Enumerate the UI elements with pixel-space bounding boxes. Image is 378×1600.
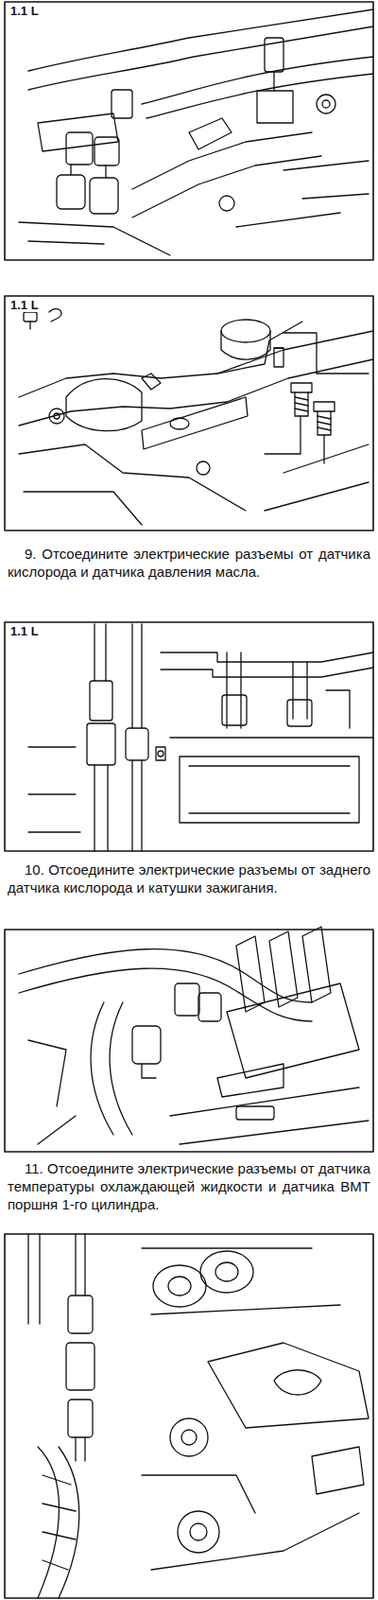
frame [4,1233,374,1598]
pipe-clamp-area [18,309,374,525]
frame [4,295,374,531]
frame [4,1,374,260]
frame [4,928,374,1152]
step-caption: 9. Отсоедините электрические разъемы от … [7,544,371,581]
frame [4,621,374,851]
step-caption: 10. Отсоедините электрические разъемы от… [7,859,371,896]
sensor-area [28,1233,369,1598]
engine-tag: 1.1 L [8,623,41,638]
connector-area-3 [28,623,374,851]
step-caption: 11. Отсоедините электрические разъемы от… [7,1158,371,1213]
engine-tag: 1.1 L [8,297,41,312]
connector-area-1 [18,9,374,256]
coil-area [18,926,369,1144]
engine-tag: 1.1 L [8,3,41,18]
